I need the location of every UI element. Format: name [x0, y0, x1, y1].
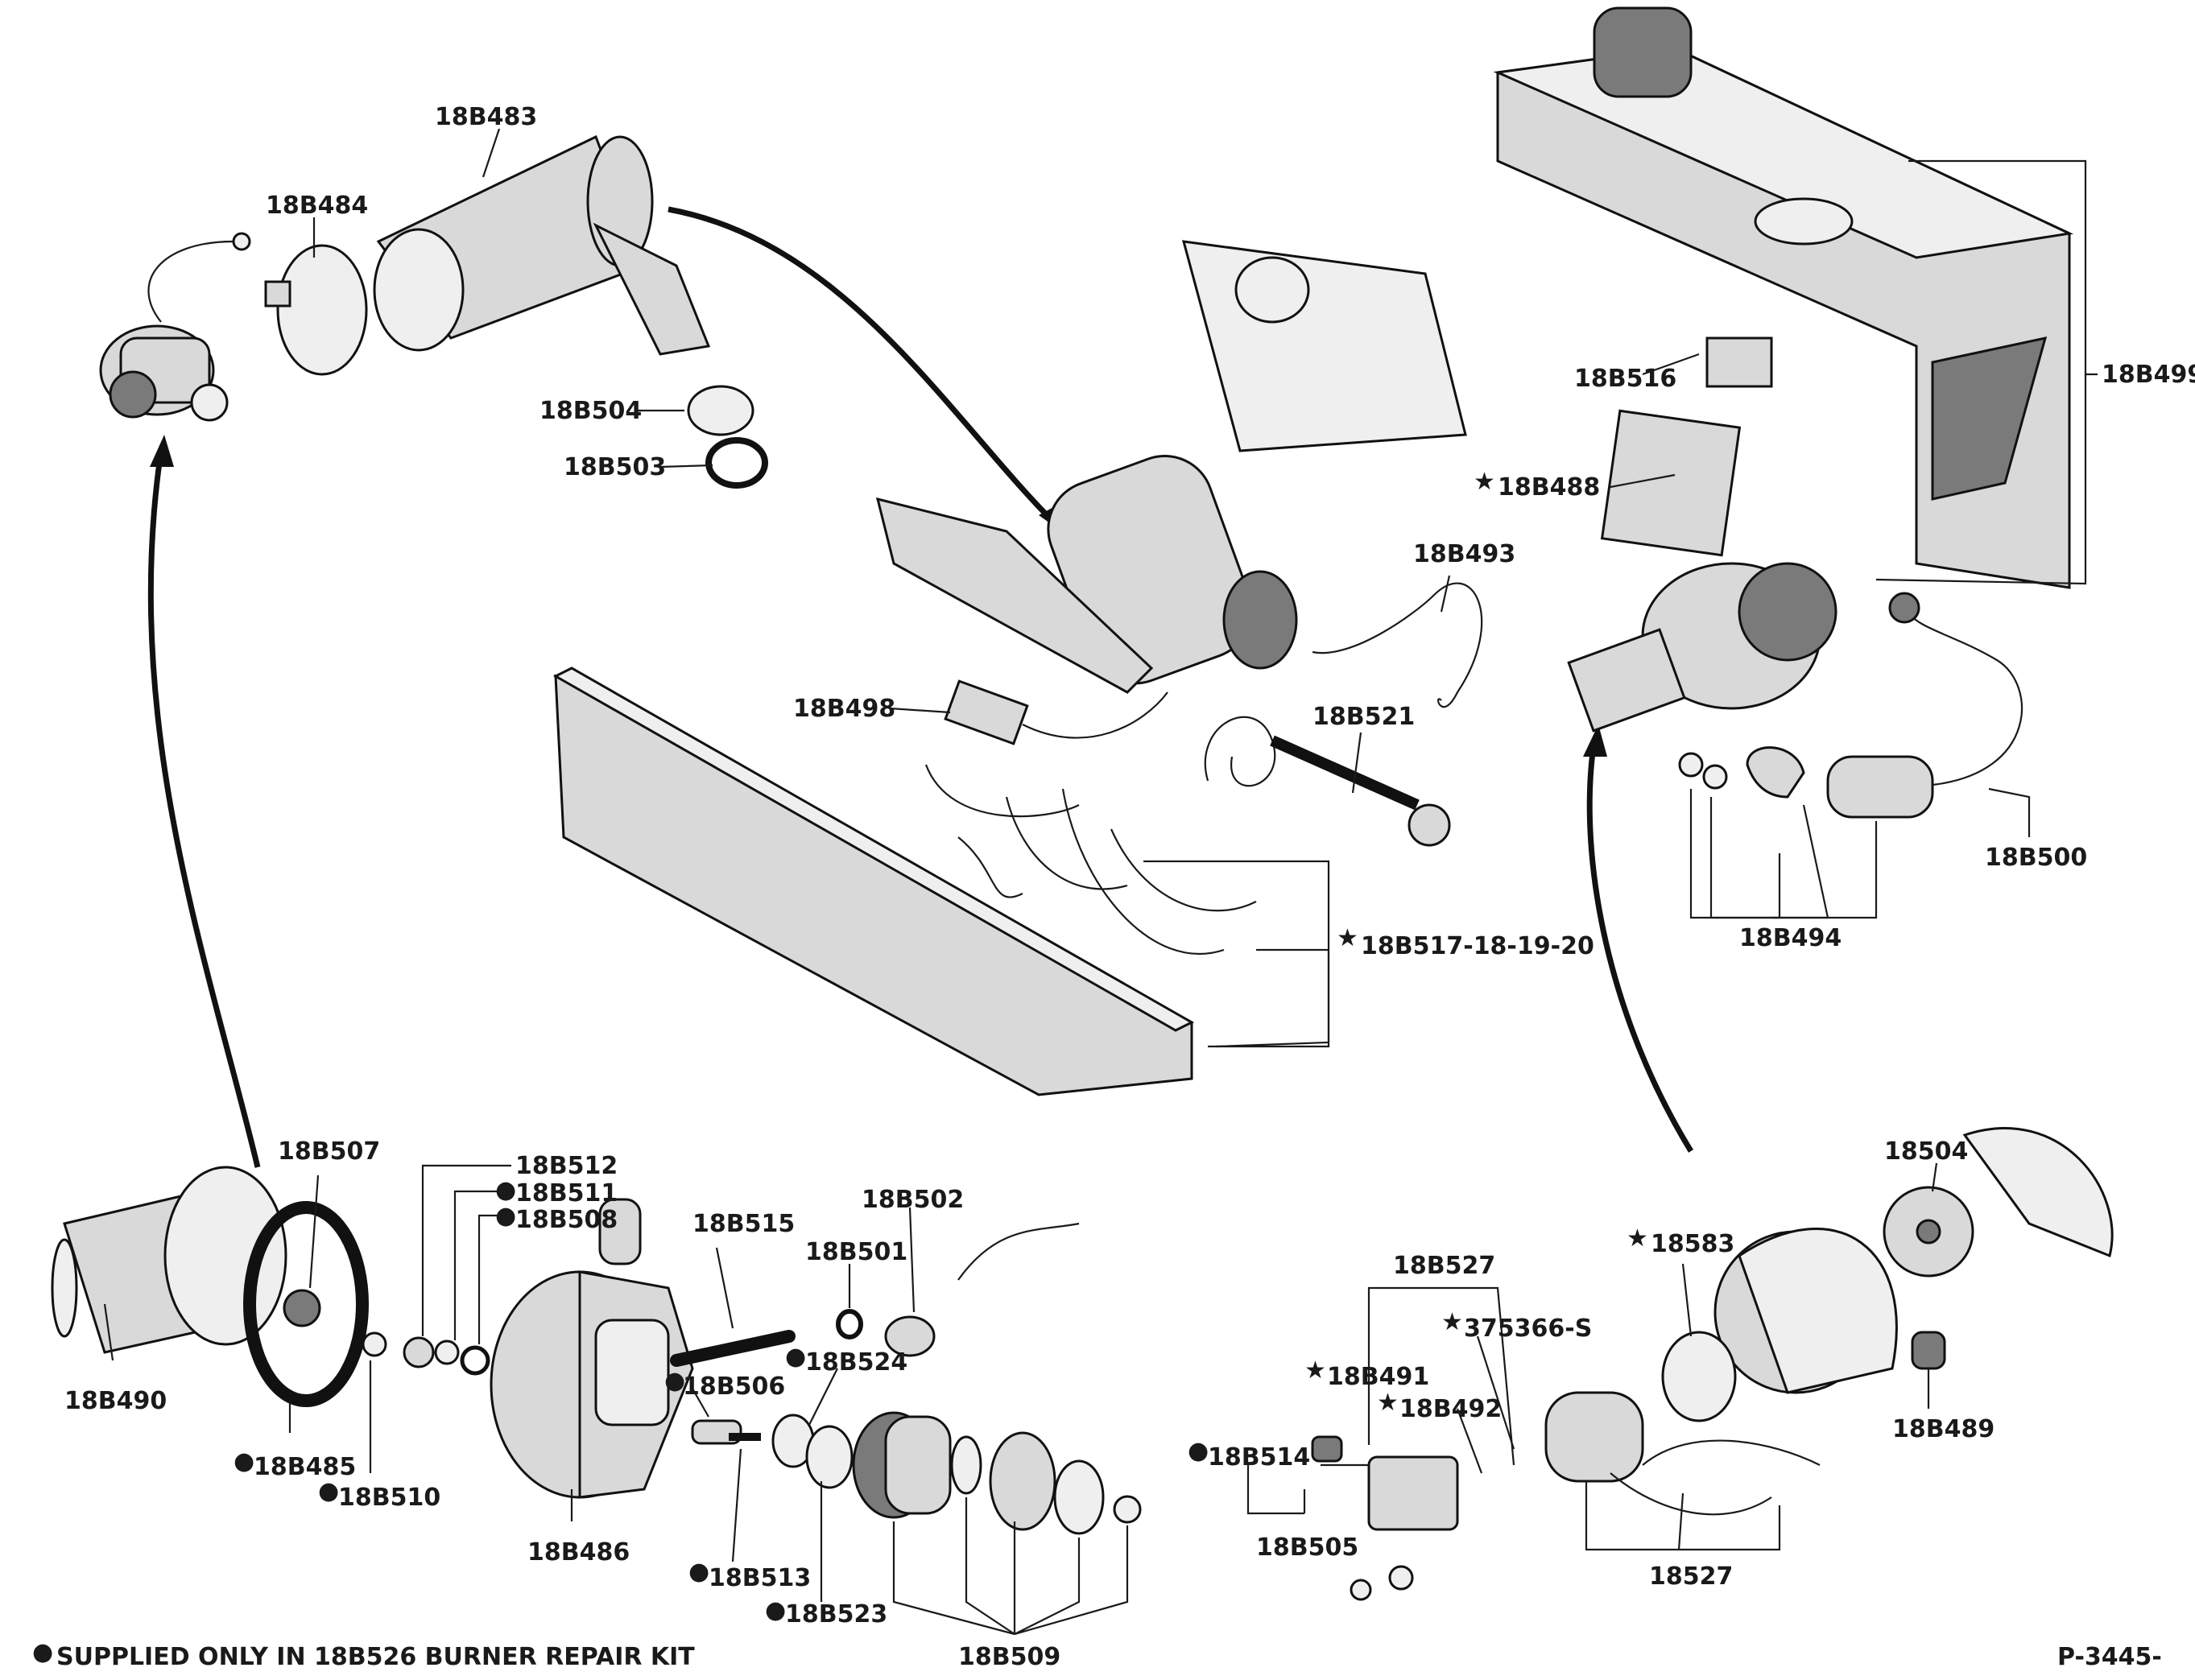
- blower-housing-18B486: [490, 1270, 694, 1499]
- washer-18B504: [687, 385, 754, 436]
- star-18B492: ★: [1377, 1389, 1399, 1417]
- footnote-dot: ●: [32, 1638, 53, 1666]
- label-18B517: 18B517-18-19-20: [1361, 932, 1594, 960]
- label-18B504: 18B504: [539, 397, 642, 425]
- label-18B514: 18B514: [1208, 1443, 1310, 1472]
- gasket-18B488: [1600, 409, 1742, 557]
- dot-18B506: ●: [664, 1367, 685, 1395]
- label-18B511: 18B511: [515, 1179, 618, 1207]
- label-18B499: 18B499: [2102, 361, 2195, 389]
- label-18B505: 18B505: [1256, 1533, 1358, 1562]
- label-375366: 375366-S: [1464, 1315, 1592, 1343]
- elbow-tube-18B483: [373, 134, 711, 356]
- o-ring-18B501: [836, 1309, 863, 1339]
- dot-18B524: ●: [785, 1343, 806, 1371]
- label-18B489: 18B489: [1892, 1415, 1995, 1443]
- label-18B523: 18B523: [785, 1600, 887, 1628]
- mounting-bracket: [552, 667, 1195, 1096]
- dot-18B523: ●: [765, 1596, 786, 1624]
- motor-parts-18B509: [852, 1411, 1142, 1535]
- label-18B527-top: 18B527: [1393, 1252, 1495, 1280]
- label-18B494: 18B494: [1739, 924, 1842, 952]
- coil-spring-18B521: [1204, 716, 1451, 847]
- ring-18B511: [434, 1339, 460, 1365]
- dot-18B485: ●: [234, 1447, 254, 1476]
- star-375366: ★: [1441, 1308, 1463, 1336]
- dot-18B508: ●: [495, 1202, 516, 1230]
- motor-18527: [1544, 1391, 1821, 1516]
- terminal-block-18B516: [1705, 336, 1773, 388]
- screw-18B510: [362, 1331, 387, 1357]
- label-18504: 18504: [1884, 1137, 1968, 1166]
- label-18B498: 18B498: [793, 695, 895, 723]
- ring-18B512: [403, 1336, 435, 1368]
- label-18527-bottom: 18527: [1649, 1562, 1733, 1591]
- label-18B524: 18B524: [805, 1348, 907, 1377]
- cylinder-insert: [598, 1198, 642, 1265]
- label-18B485: 18B485: [254, 1453, 356, 1481]
- wire-harness-18B517: [957, 788, 1257, 956]
- label-18B484: 18B484: [266, 192, 368, 220]
- label-18583: 18583: [1651, 1230, 1734, 1258]
- cable-18B493: [1312, 582, 1483, 708]
- leader-lines: [103, 128, 2098, 1636]
- flow-arrows: [147, 206, 1693, 1168]
- bracket-18B502: [884, 1315, 936, 1357]
- label-18B503: 18B503: [564, 453, 666, 481]
- star-18B488: ★: [1474, 468, 1495, 496]
- label-18B507: 18B507: [278, 1137, 380, 1166]
- connector-18B498: [924, 679, 1168, 818]
- valve-assembly: [99, 232, 251, 422]
- heater-burner-body: [875, 240, 1467, 694]
- label-18B516: 18B516: [1574, 365, 1676, 393]
- heater-housing-18B499: [1493, 6, 2074, 589]
- label-18B513: 18B513: [709, 1564, 811, 1592]
- plate-18583: [1661, 1331, 1737, 1422]
- label-18B483: 18B483: [435, 103, 537, 131]
- plug-clamp-18B494: [1678, 592, 2023, 819]
- label-18B493: 18B493: [1413, 540, 1515, 568]
- ignition-motor-assembly: [1567, 562, 1837, 733]
- blower-scroll-18B483: [1713, 1127, 2114, 1394]
- dot-18B510: ●: [318, 1477, 339, 1505]
- footer: ● SUPPLIED ONLY IN 18B526 BURNER REPAIR …: [32, 1638, 2162, 1671]
- rod-18B515: [670, 1330, 796, 1367]
- dot-18B514: ●: [1188, 1437, 1209, 1465]
- label-18B486: 18B486: [527, 1538, 630, 1566]
- star-18583: ★: [1627, 1224, 1648, 1253]
- star-18B517: ★: [1337, 924, 1358, 952]
- footnote-text: SUPPLIED ONLY IN 18B526 BURNER REPAIR KI…: [56, 1643, 695, 1671]
- fuel-pump-18B505: [1311, 1435, 1459, 1601]
- label-18B490: 18B490: [64, 1387, 167, 1415]
- gasket-ring-18B485: [243, 1201, 369, 1407]
- label-18B508: 18B508: [515, 1206, 618, 1234]
- nozzle-18B507: [283, 1289, 321, 1327]
- fan-wheel-18504: [1883, 1186, 1974, 1278]
- disc-18B523: [805, 1425, 854, 1489]
- part-labels: 18B483 18B484 18B504 18B503 18B516 18B49…: [64, 103, 2195, 1671]
- label-18B506: 18B506: [683, 1372, 785, 1401]
- star-18B491: ★: [1304, 1356, 1326, 1385]
- label-18B500: 18B500: [1985, 844, 2087, 872]
- label-18B502: 18B502: [862, 1186, 964, 1214]
- washer-18B503: [705, 437, 768, 489]
- label-18B491: 18B491: [1327, 1363, 1429, 1391]
- dot-18B513: ●: [688, 1558, 709, 1586]
- label-18B488: 18B488: [1498, 473, 1600, 502]
- label-18B510: 18B510: [338, 1484, 440, 1512]
- drawing-number: P-3445-: [2057, 1643, 2162, 1671]
- label-18B501: 18B501: [805, 1238, 907, 1266]
- label-18B521: 18B521: [1312, 703, 1415, 731]
- dot-18B511: ●: [495, 1176, 516, 1204]
- label-18B515: 18B515: [692, 1210, 795, 1238]
- ring-18B508: [460, 1345, 490, 1376]
- label-18B492: 18B492: [1399, 1395, 1502, 1423]
- bushing-18B489: [1911, 1331, 1946, 1370]
- ground-wire-18B502: [957, 1222, 1080, 1281]
- label-18B512: 18B512: [515, 1152, 618, 1180]
- label-18B509: 18B509: [958, 1643, 1060, 1671]
- clamp-ring-18B484: [264, 244, 368, 376]
